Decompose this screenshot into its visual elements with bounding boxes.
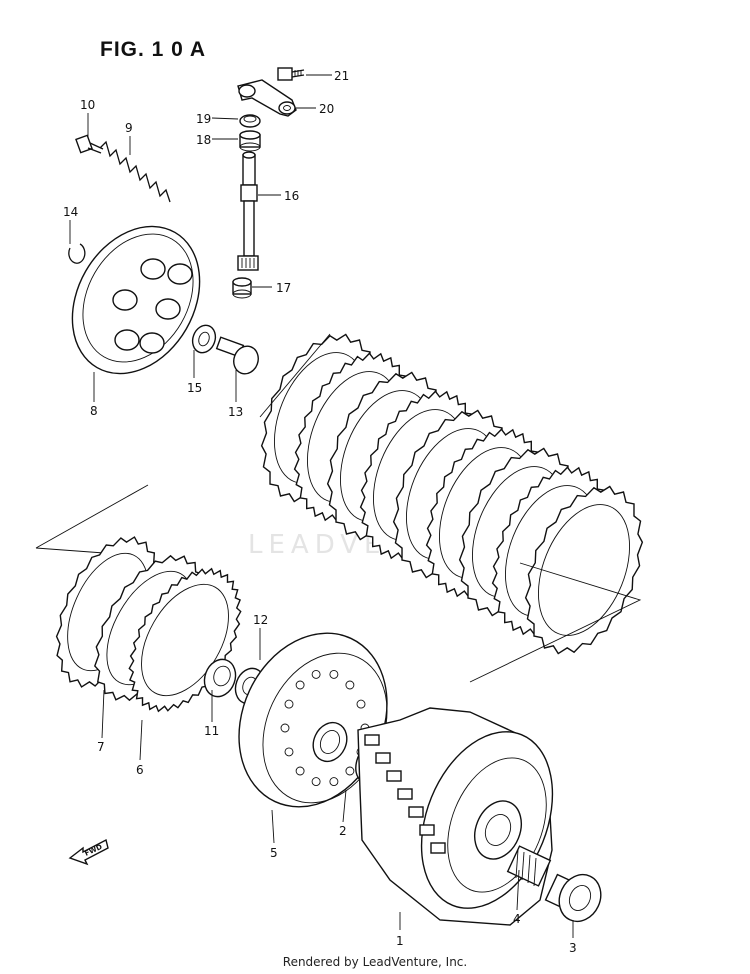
hub-oil-hole <box>311 777 321 787</box>
seal-part-19 <box>239 114 261 128</box>
clutch-sleeve-hub-part-5 <box>238 632 388 808</box>
callout-leaders <box>69 74 574 938</box>
hub-oil-hole <box>345 680 355 690</box>
callout-8: 8 <box>90 404 98 418</box>
release-shaft-part-16 <box>237 151 259 271</box>
callout-2: 2 <box>339 824 347 838</box>
assembly-frame-lines <box>35 484 642 683</box>
fwd-arrow-icon: FWD <box>68 838 109 866</box>
hub-oil-hole <box>329 669 339 679</box>
callout-9: 9 <box>125 121 133 135</box>
clutch-housing-part-1 <box>357 707 554 926</box>
pressure-plate-part-8 <box>71 225 201 375</box>
clutch-plate-stack-upper <box>260 333 644 655</box>
bearing-part-18 <box>239 130 261 152</box>
spacer-part-3 <box>544 873 602 923</box>
footer-credit: Rendered by LeadVenture, Inc. <box>282 955 468 969</box>
hub-oil-hole <box>280 723 290 733</box>
callout-10: 10 <box>80 98 95 112</box>
callout-18: 18 <box>196 133 211 147</box>
callout-17: 17 <box>276 281 291 295</box>
washer-part-15 <box>191 324 217 354</box>
hub-oil-hole <box>295 680 305 690</box>
housing-slot <box>364 734 380 746</box>
callout-19: 19 <box>196 112 211 126</box>
callout-11: 11 <box>204 724 219 738</box>
callout-20: 20 <box>319 102 334 116</box>
push-piece-part-13 <box>215 336 259 375</box>
clutch-plate-stack-lower <box>55 536 242 713</box>
housing-slot <box>408 806 424 818</box>
screw-part-10 <box>75 134 104 154</box>
housing-slot <box>386 770 402 782</box>
hub-oil-hole <box>345 766 355 776</box>
callout-16: 16 <box>284 189 299 203</box>
hub-oil-hole <box>356 699 366 709</box>
callout-3: 3 <box>569 941 577 955</box>
sleeve-part-11 <box>203 658 237 698</box>
callout-15: 15 <box>187 381 202 395</box>
figure-title: FIG. 1 0 A <box>100 38 207 61</box>
hub-oil-hole <box>284 699 294 709</box>
housing-slot <box>375 752 391 764</box>
clutch-plate <box>524 485 644 655</box>
housing-slot <box>397 788 413 800</box>
housing-slot <box>430 842 446 854</box>
spring-part-9 <box>99 140 171 203</box>
callout-14: 14 <box>63 205 78 219</box>
callout-4: 4 <box>513 912 521 926</box>
bolt-part-21 <box>277 67 305 81</box>
callout-12: 12 <box>253 613 268 627</box>
callout-13: 13 <box>228 405 243 419</box>
hub-oil-hole <box>329 777 339 787</box>
callout-21: 21 <box>334 69 349 83</box>
callout-5: 5 <box>270 846 278 860</box>
callout-6: 6 <box>136 763 144 777</box>
hub-oil-hole <box>295 766 305 776</box>
callout-7: 7 <box>97 740 105 754</box>
housing-slot <box>419 824 435 836</box>
bearing-part-17 <box>232 277 252 299</box>
circlip-part-14 <box>68 243 86 264</box>
callout-labels: 21 20 10 9 19 18 16 14 17 15 13 8 12 11 … <box>63 69 577 955</box>
callout-1: 1 <box>396 934 404 948</box>
release-arm-part-20 <box>237 79 297 117</box>
hub-oil-hole <box>311 669 321 679</box>
hub-oil-hole <box>284 747 294 757</box>
